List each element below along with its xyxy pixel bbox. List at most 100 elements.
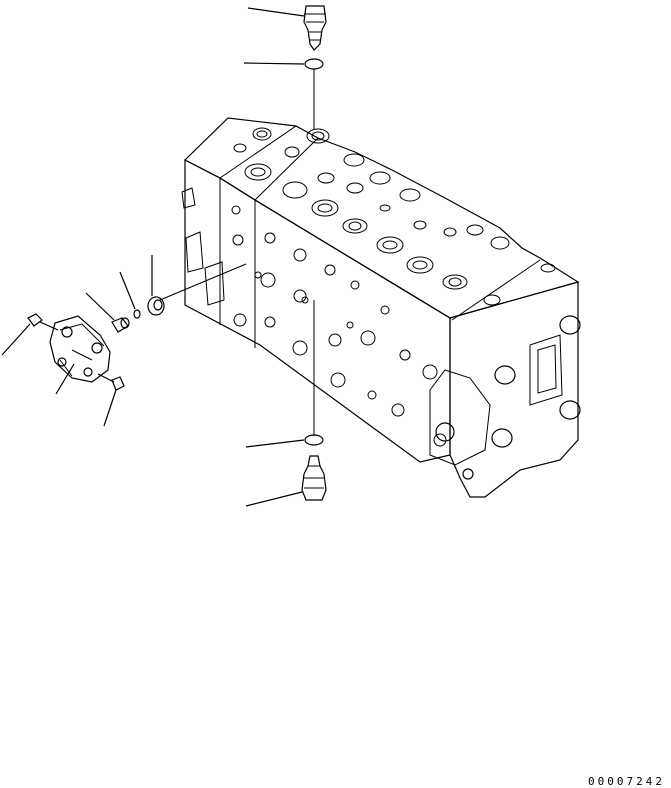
plug: [148, 297, 164, 315]
port-hole: [312, 132, 324, 140]
port-hole: [413, 261, 427, 269]
port-hole: [347, 183, 363, 193]
leader-line: [120, 272, 135, 309]
leader-line: [2, 324, 30, 355]
leader-line: [246, 492, 302, 506]
port-hole: [344, 154, 364, 166]
port-hole: [293, 341, 307, 355]
cap-plug: [560, 401, 580, 419]
port-hole: [381, 306, 389, 314]
valve-end-block: [450, 282, 578, 497]
port-hole: [467, 225, 483, 235]
bottom-o-ring: [246, 435, 323, 447]
port-hole: [285, 147, 299, 157]
o-ring: [305, 59, 323, 69]
port-hole: [329, 334, 341, 346]
port-hole: [331, 373, 345, 387]
center-line: [160, 264, 246, 300]
section-divider-lines: [220, 126, 540, 348]
bolt: [28, 314, 42, 326]
port-hole: [392, 404, 404, 416]
upper-bolt-part: [2, 314, 58, 355]
top-relief-valve: [248, 6, 326, 50]
port-hole: [251, 168, 265, 176]
plug: [154, 300, 162, 310]
cap-plug: [492, 429, 512, 447]
cap-plug: [495, 366, 515, 384]
bottom-relief-valve: [246, 456, 326, 506]
port-hole: [233, 235, 243, 245]
leader-line: [248, 8, 304, 16]
port-hole: [377, 237, 403, 253]
left-side-bosses: [182, 188, 224, 305]
leader-line: [86, 293, 114, 320]
small-o-ring-part: [120, 272, 140, 318]
port-hole: [307, 129, 329, 143]
port-hole: [318, 204, 332, 212]
cover-flange: [50, 316, 110, 382]
port-hole: [368, 391, 376, 399]
port-hole: [294, 249, 306, 261]
bottom-fitting-body: [302, 456, 326, 500]
leader-line: [56, 364, 74, 394]
port-hole: [383, 241, 397, 249]
port-hole: [265, 233, 275, 243]
top-ports: [234, 128, 555, 305]
bolt-axis: [98, 374, 114, 382]
port-hole: [325, 265, 335, 275]
cap-plug: [463, 469, 473, 479]
port-hole: [400, 189, 420, 201]
port-hole: [257, 131, 267, 137]
sleeve: [121, 318, 129, 328]
sleeve: [112, 318, 128, 332]
leader-line: [246, 440, 304, 447]
port-hole: [423, 365, 437, 379]
o-ring: [134, 310, 140, 318]
port-hole: [443, 275, 467, 289]
valve-front-face: [185, 160, 450, 462]
port-hole: [444, 228, 456, 236]
bolt-axis: [40, 322, 58, 330]
port-hole: [232, 206, 240, 214]
end-cap-plugs: [436, 316, 580, 479]
port-hole: [491, 237, 509, 249]
port-hole: [245, 164, 271, 180]
port-hole: [541, 264, 555, 272]
port-hole: [434, 434, 446, 446]
bolt-hole: [62, 327, 72, 337]
port-hole: [234, 144, 246, 152]
port-hole: [261, 273, 275, 287]
port-hole: [255, 272, 261, 278]
bolt-hole: [92, 343, 102, 353]
port-hole: [283, 182, 307, 198]
leader-line: [104, 390, 116, 426]
top-o-ring: [244, 59, 323, 69]
cap-plug: [436, 423, 454, 441]
cap-plug: [560, 316, 580, 334]
end-plate-detail: [430, 335, 562, 465]
top-fitting-body: [304, 6, 326, 50]
port-hole: [234, 314, 246, 326]
control-valve-body: [182, 118, 578, 497]
bolt: [112, 377, 124, 390]
port-hole: [347, 322, 353, 328]
bolt-hole: [58, 358, 66, 366]
port-hole: [484, 295, 500, 305]
port-hole: [265, 317, 275, 327]
port-hole: [407, 257, 433, 273]
bolt-hole: [84, 368, 92, 376]
port-hole: [349, 222, 361, 230]
port-hole: [253, 128, 271, 140]
lower-bolt-part: [98, 374, 124, 426]
valve-top-face: [185, 118, 578, 318]
plug-part: [148, 255, 164, 315]
cover-flange-part: [50, 316, 110, 394]
port-hole: [318, 173, 334, 183]
port-hole: [294, 290, 306, 302]
port-hole: [400, 350, 410, 360]
o-ring: [305, 435, 323, 445]
port-hole: [343, 219, 367, 233]
front-face-holes: [232, 206, 446, 446]
port-hole: [361, 331, 375, 345]
